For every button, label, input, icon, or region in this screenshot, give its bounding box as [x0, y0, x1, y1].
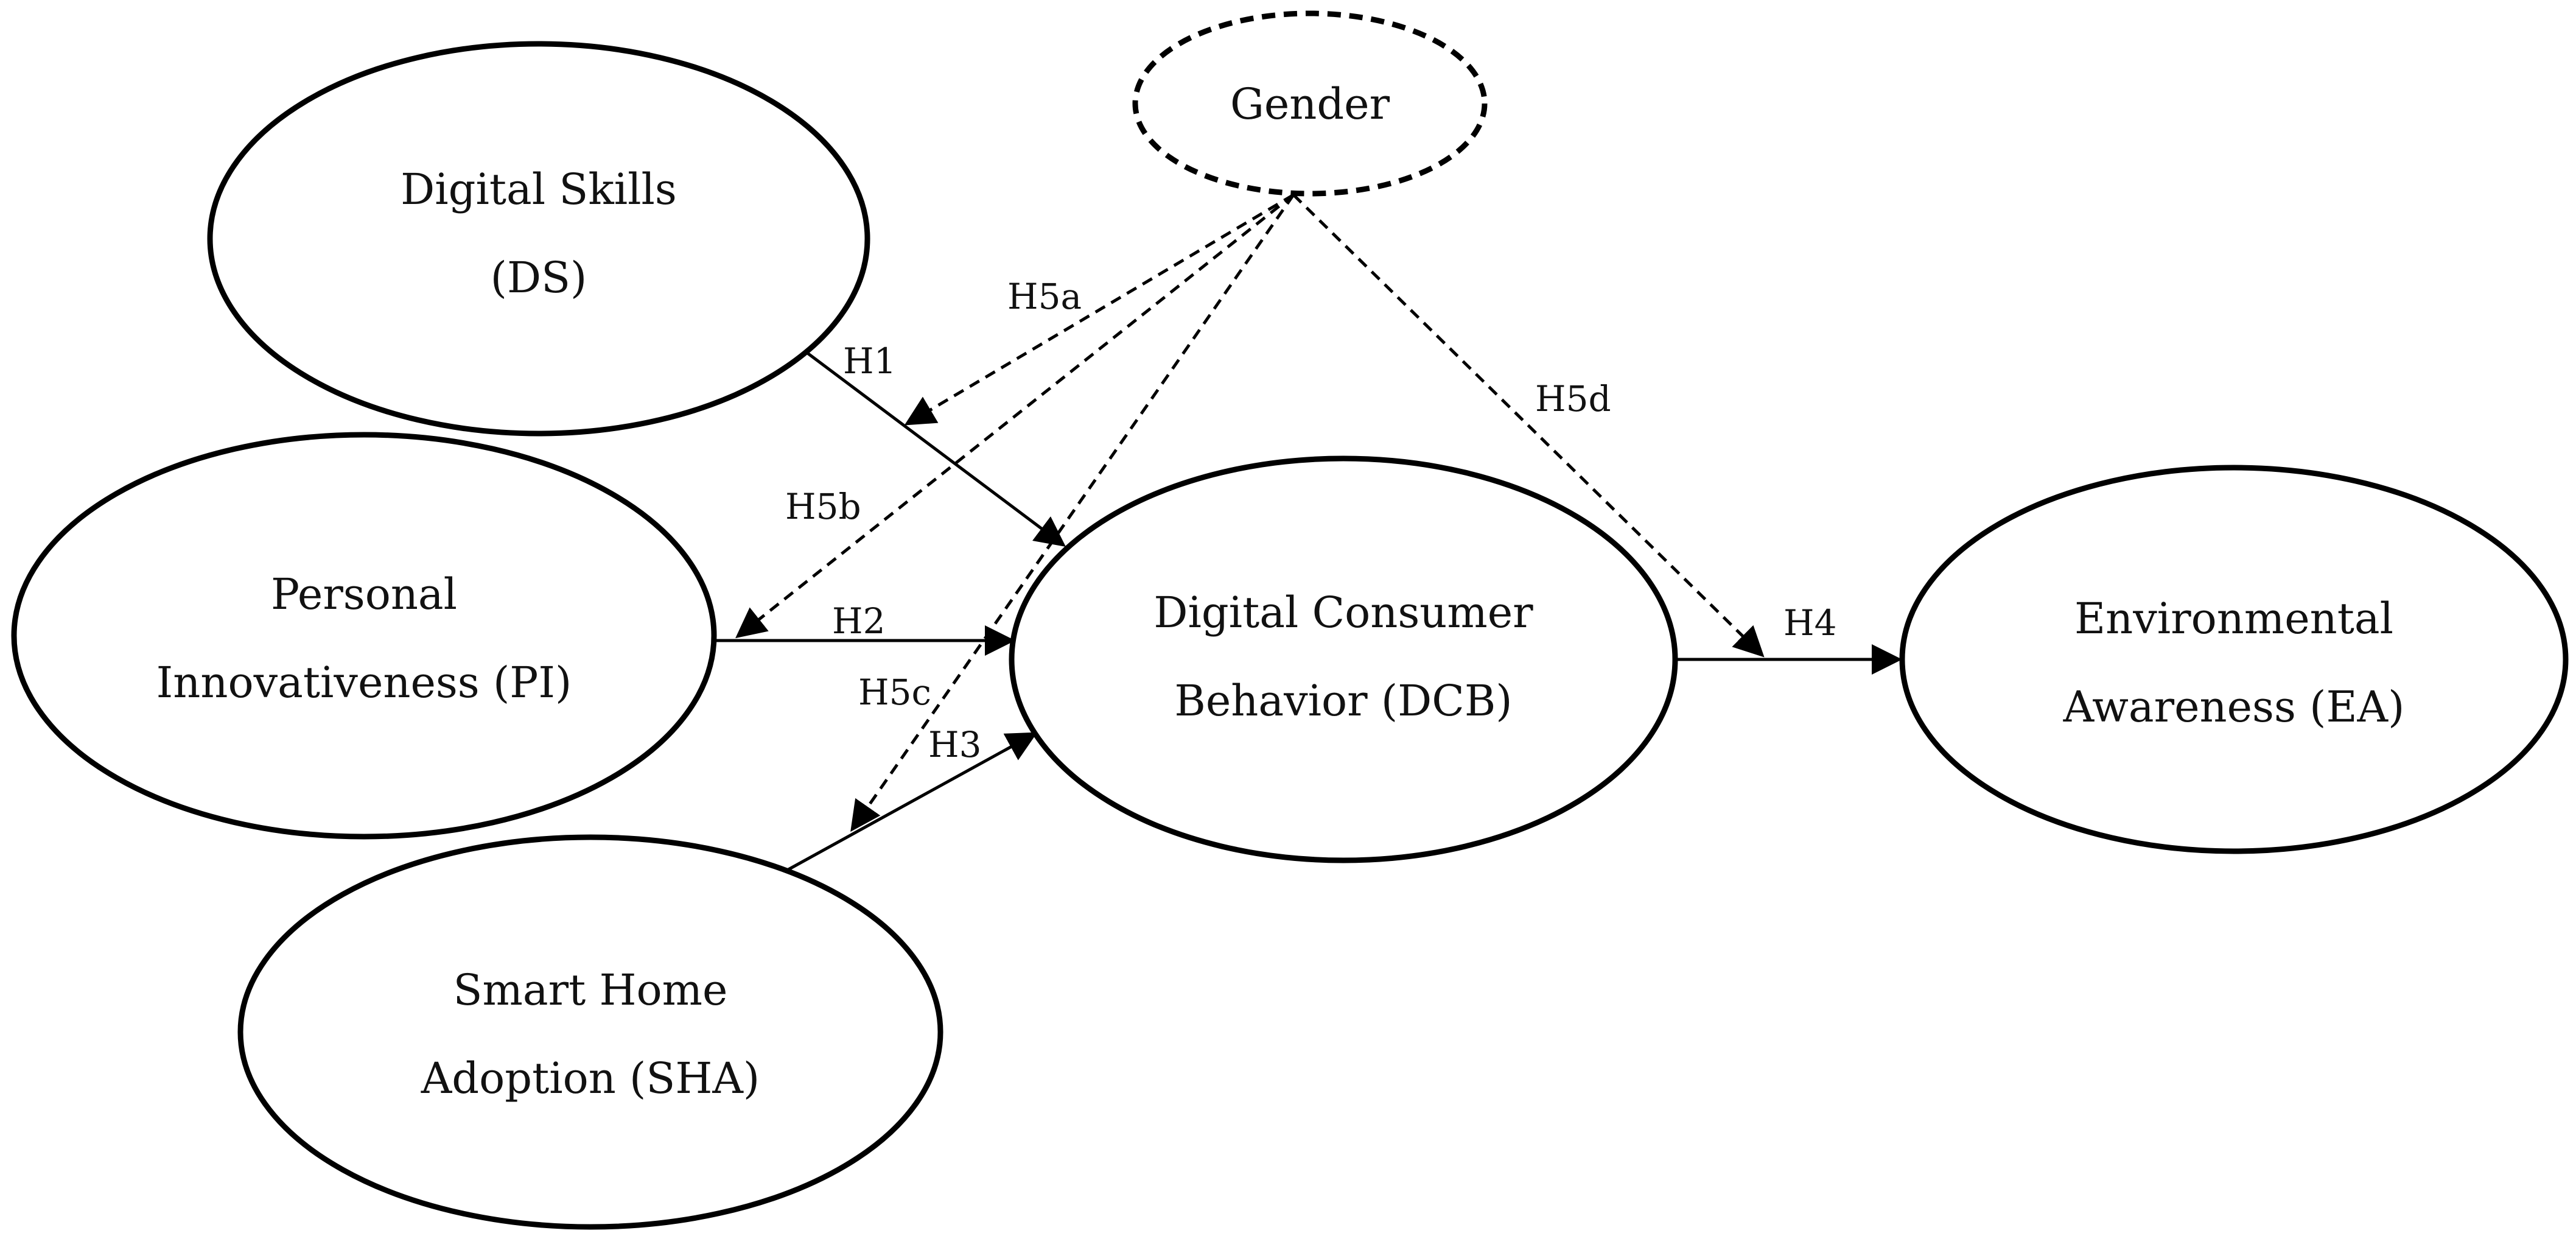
- node-label: Gender: [1230, 79, 1390, 129]
- edge-label-h5d: H5d: [1535, 378, 1611, 420]
- node-environmental-awareness: Environmental Awareness (EA): [1899, 465, 2569, 854]
- edge-h1-ds-to-dcb: [802, 348, 1066, 547]
- node-label: (DS): [491, 253, 587, 303]
- edge-h3-sha-to-dcb: [776, 732, 1038, 877]
- node-digital-skills: Digital Skills (DS): [207, 41, 870, 437]
- edge-label-h2: H2: [832, 600, 885, 642]
- node-label: Adoption (SHA): [421, 1053, 760, 1103]
- edge-label-h4: H4: [1783, 602, 1836, 644]
- edge-label-h3: H3: [928, 724, 981, 765]
- node-label: Behavior (DCB): [1174, 676, 1512, 726]
- edge-h5b-gender-to-h2: [735, 194, 1295, 639]
- edge-label-h5a: H5a: [1007, 276, 1082, 317]
- node-gender-moderator: Gender: [1132, 10, 1488, 197]
- node-label: Awareness (EA): [2063, 682, 2405, 732]
- node-label: Digital Consumer: [1153, 588, 1533, 638]
- node-personal-innovativeness: Personal Innovativeness (PI): [11, 432, 717, 840]
- edge-label-h5b: H5b: [785, 486, 861, 527]
- node-smart-home-adoption: Smart Home Adoption (SHA): [237, 834, 943, 1230]
- edge-label-h1: H1: [843, 340, 896, 382]
- node-label: Personal: [271, 569, 457, 619]
- node-label: Smart Home: [453, 965, 728, 1015]
- edge-h5c-gender-to-h3: [850, 194, 1295, 832]
- node-label: Environmental: [2074, 594, 2393, 644]
- node-label: Digital Skills: [401, 164, 677, 214]
- edge-label-h5c: H5c: [858, 672, 931, 713]
- edge-h5a-gender-to-h1: [904, 193, 1295, 426]
- node-label: Innovativeness (PI): [156, 658, 572, 708]
- node-digital-consumer-behavior: Digital Consumer Behavior (DCB): [1009, 455, 1678, 863]
